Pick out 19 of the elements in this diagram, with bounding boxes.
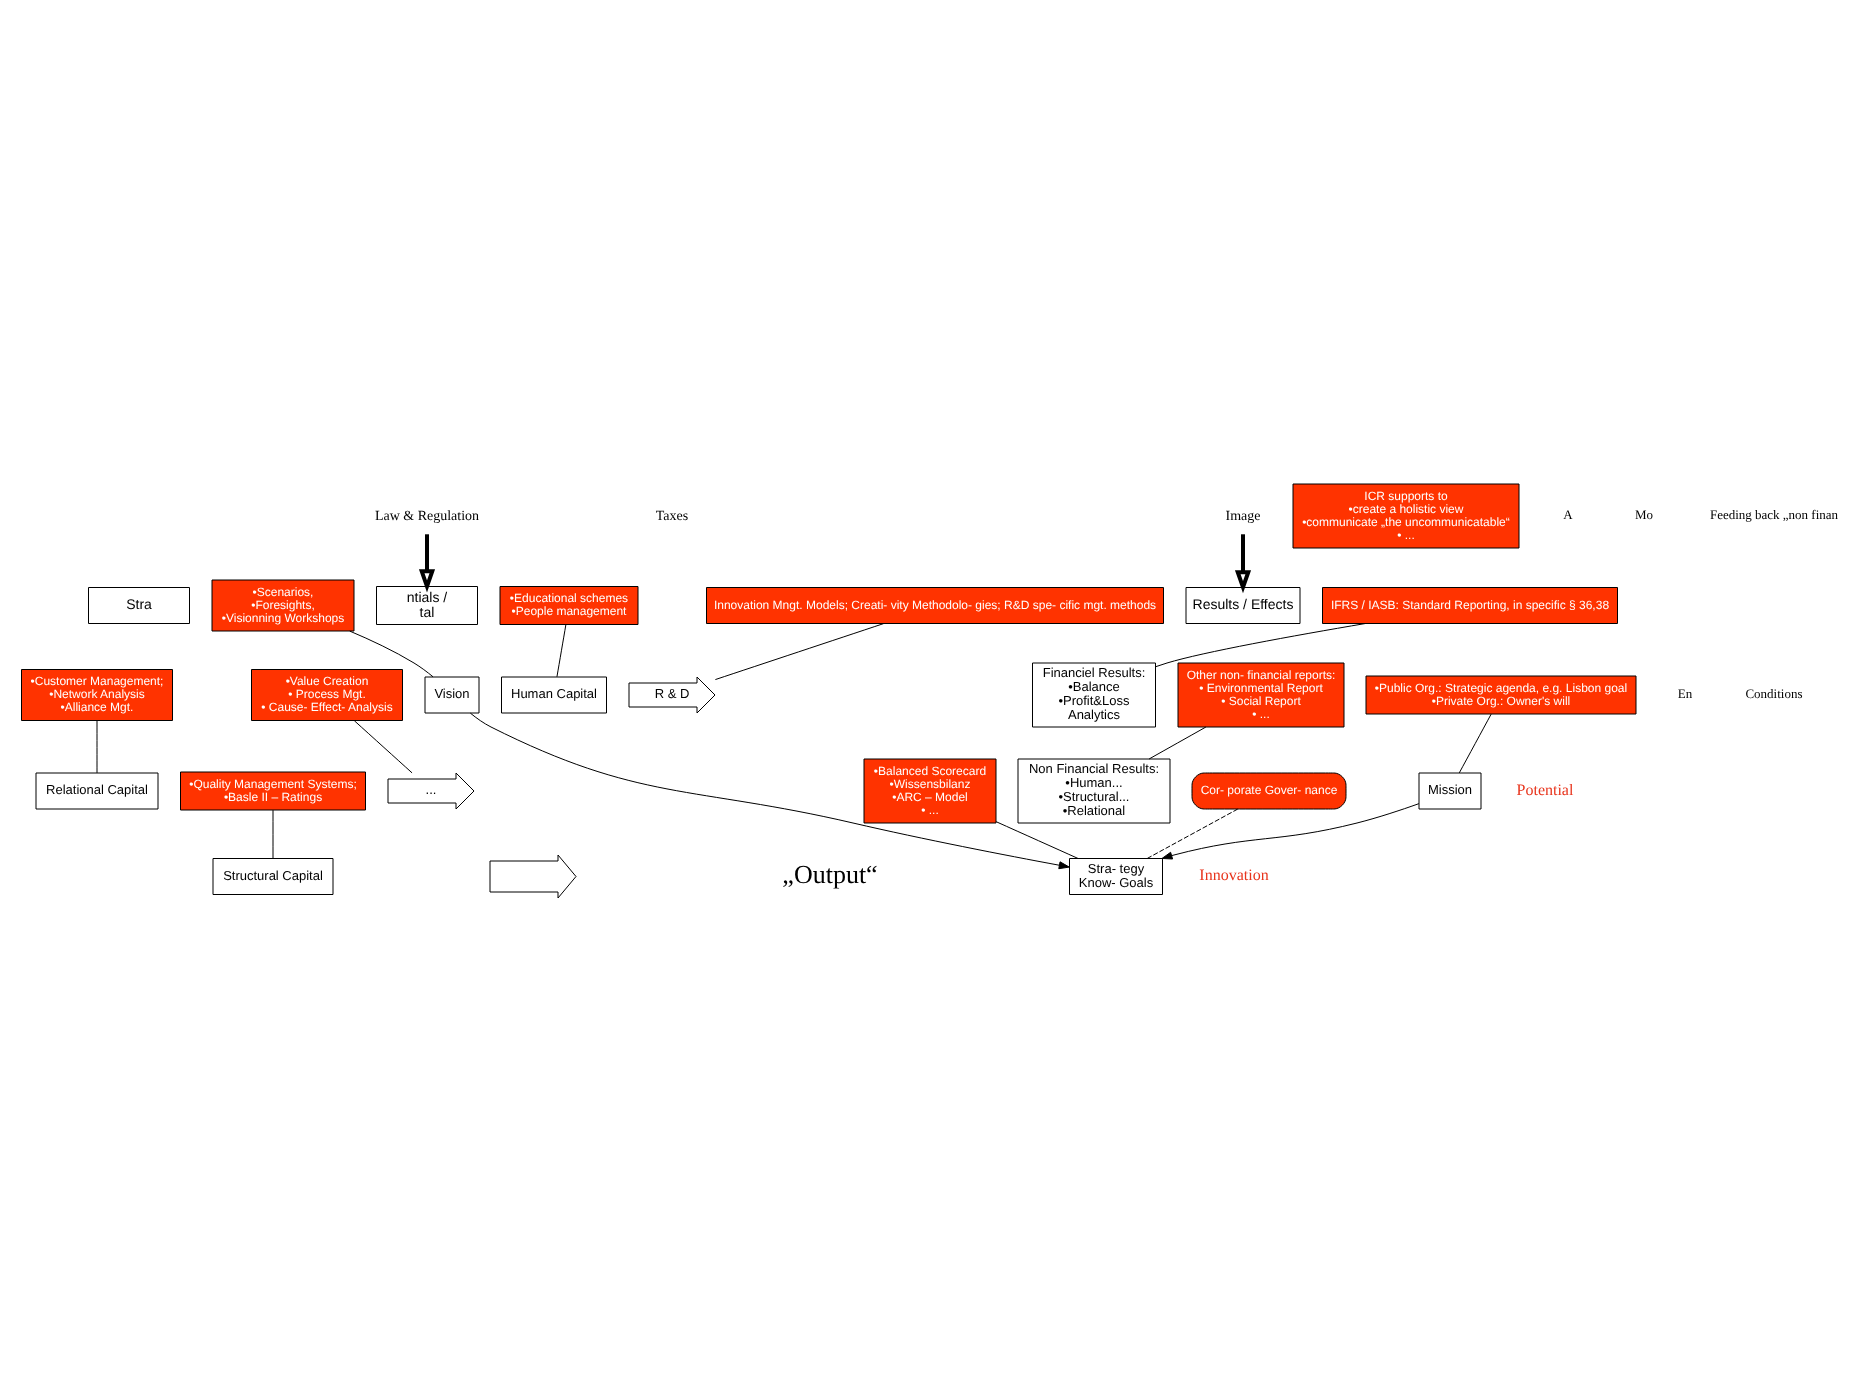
connector [353, 719, 413, 773]
connector [349, 629, 434, 677]
label: Innovation [1199, 865, 1269, 884]
connector [556, 623, 567, 677]
connector [1155, 622, 1366, 667]
arrow [1234, 533, 1252, 593]
arrow [418, 533, 436, 592]
connector [272, 808, 274, 858]
connector [1148, 725, 1207, 759]
connector [995, 820, 1079, 858]
connector [714, 622, 885, 680]
connector [1458, 712, 1492, 773]
connector [96, 719, 98, 773]
node-arrow [489, 853, 577, 898]
arrow [469, 711, 1070, 869]
label: „Output“ [782, 857, 878, 888]
label: Potential [1516, 779, 1574, 798]
arrow [1161, 802, 1420, 859]
connector [1146, 807, 1239, 858]
